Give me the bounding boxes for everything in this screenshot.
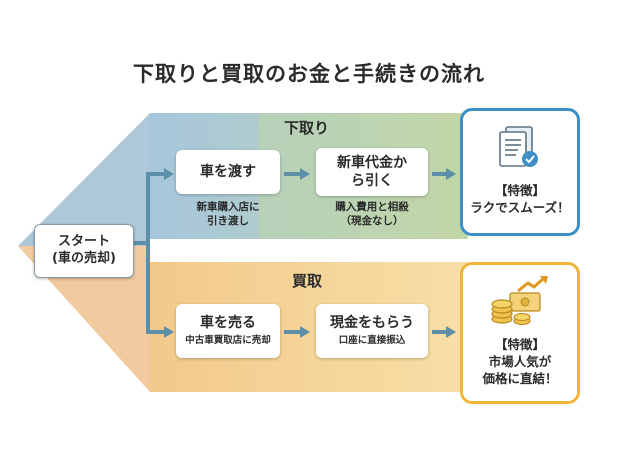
cash-growth-icon [488,275,552,327]
buyout-step2-note: 口座に直接振込 [338,335,406,347]
connector-trade-in [134,172,166,245]
trade-in-step2-box: 新車代金か ら引く [316,148,428,196]
buyout-step1-note: 中古車買取店に売却 [185,335,271,347]
arrowhead-buy-feature [446,326,456,338]
buyout-feature-card: 【特徴】 市場人気が 価格に直結！ [460,262,580,404]
start-box: スタート (車の売却) [34,224,134,278]
trade-in-step2-note: 購入費用と相殺 （現金なし） [335,201,409,228]
arrowhead-trade-feature [446,168,456,180]
buyout-step2-label: 現金をもらう [330,315,414,332]
arrowhead-start-bottom [164,326,174,338]
funnel-top [18,113,150,246]
trade-in-feature-text: ラクでスムーズ！ [470,199,570,215]
buyout-feature-heading: 【特徴】 [494,337,545,352]
trade-in-step1-box: 車を渡す [176,150,280,194]
buyout-feature-text: 市場人気が 価格に直結！ [482,353,558,386]
buyout-step1-label: 車を売る [200,315,256,332]
trade-in-feature-card: 【特徴】 ラクでスムーズ！ [460,108,580,236]
buyout-step2-box: 現金をもらう 口座に直接振込 [316,304,428,358]
arrowhead-buy-step [300,326,310,338]
trade-in-lane-label: 下取り [284,119,330,137]
funnel-bottom [18,246,150,392]
buyout-step1-box: 車を売る 中古車買取店に売却 [176,304,280,358]
buyout-lane-label: 買取 [292,272,323,290]
connector-buyout [146,243,166,334]
arrowhead-start-top [164,168,174,180]
page-title: 下取りと買取のお金と手続きの流れ [133,62,485,86]
trade-in-step1-note: 新車購入店に 引き渡し [196,201,260,228]
trade-in-feature-heading: 【特徴】 [494,183,545,198]
arrowhead-trade-step [300,168,310,180]
document-check-icon [494,123,546,173]
